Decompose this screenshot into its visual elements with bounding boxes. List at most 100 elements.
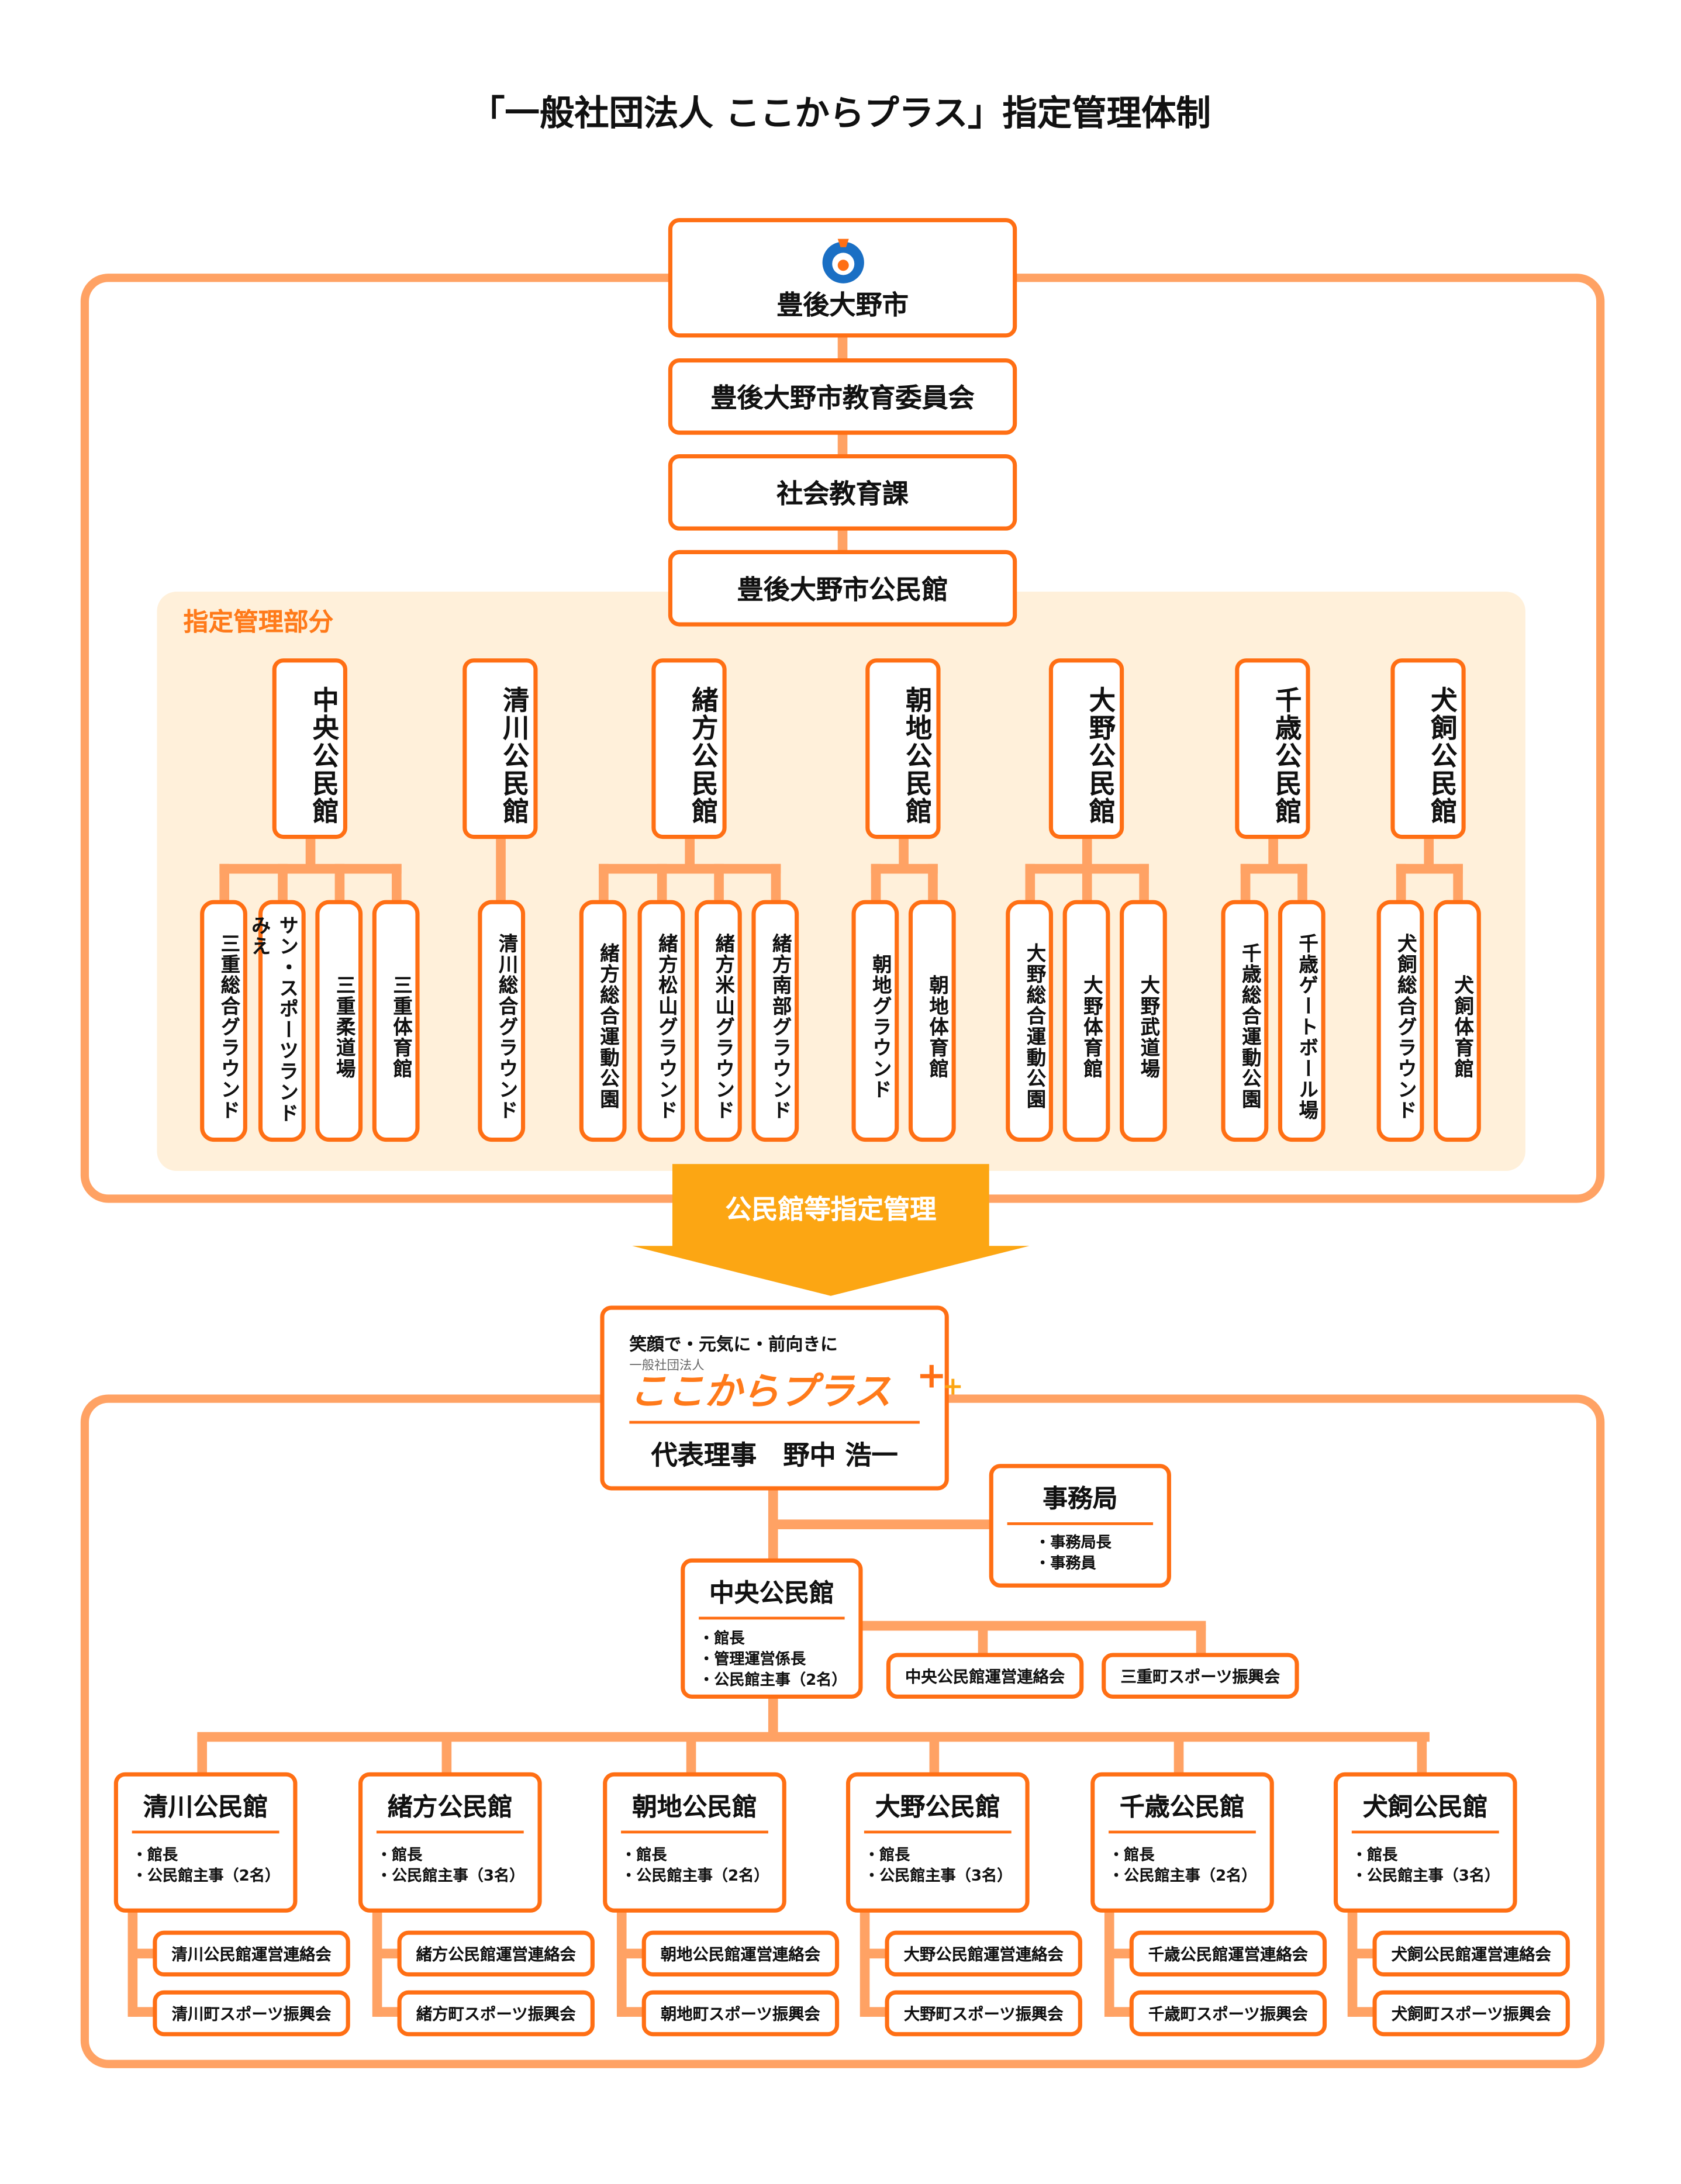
connector xyxy=(1024,863,1034,903)
role: ・公民館主事（3名） xyxy=(376,1867,525,1885)
branch-hall-name: 清川公民館 xyxy=(132,1788,279,1834)
connector xyxy=(929,1736,940,1775)
org-logo: ここからプラス++ xyxy=(629,1357,963,1413)
hall-box: 清川公民館 xyxy=(462,658,538,839)
facility-box: 朝地体育館 xyxy=(908,900,956,1142)
connector xyxy=(772,1519,992,1529)
facility-box: 緒方米山グラウンド xyxy=(695,900,742,1142)
hall-box: 中央公民館 xyxy=(272,658,347,839)
facility-box: 緒方松山グラウンド xyxy=(637,900,685,1142)
connector xyxy=(375,2007,403,2017)
city-community-hall-box: 豊後大野市公民館 xyxy=(668,550,1017,627)
box-label: 三重町スポーツ振興会 xyxy=(1120,1666,1280,1686)
branch-hall-name: 犬飼公民館 xyxy=(1351,1788,1499,1834)
facility-name: 三重柔道場 xyxy=(333,974,356,1079)
connector xyxy=(898,833,908,873)
connector xyxy=(277,863,287,903)
connector xyxy=(1347,1908,1358,2017)
box-label: 千歳公民館運営連絡会 xyxy=(1148,1944,1309,1964)
facility-name: 大野体育館 xyxy=(1081,974,1103,1079)
office-roles: ・事務局長 ・事務員 xyxy=(1007,1525,1153,1574)
connector xyxy=(927,863,937,903)
connector xyxy=(375,1948,403,1959)
role: ・管理運営係長 xyxy=(699,1650,806,1668)
central-hall-name: 中央公民館 xyxy=(699,1574,845,1620)
org-slogan: 笑顔で・元気に・前向きに xyxy=(629,1333,838,1354)
connector xyxy=(1296,863,1307,903)
liaison-council-box: 清川公民館運営連絡会 xyxy=(153,1930,350,1977)
branch-hall-name: 千歳公民館 xyxy=(1109,1788,1256,1834)
connector xyxy=(1350,1948,1378,1959)
facility-name: 緒方南部グラウンド xyxy=(769,932,792,1121)
connector xyxy=(130,2007,158,2017)
role: ・事務局長 xyxy=(1035,1533,1112,1551)
box-label: 犬飼町スポーツ振興会 xyxy=(1391,2003,1551,2023)
sports-association-box: 朝地町スポーツ振興会 xyxy=(641,1990,840,2037)
connector xyxy=(1173,1736,1184,1775)
connector xyxy=(598,863,608,903)
branch-roles: ・館長・公民館主事（2名） xyxy=(621,1833,769,1886)
facility-name: 朝地グラウンド xyxy=(869,953,892,1100)
connector xyxy=(1196,1625,1206,1656)
connector xyxy=(305,833,315,873)
hall-box: 犬飼公民館 xyxy=(1390,658,1466,839)
connector xyxy=(870,863,937,874)
connector xyxy=(770,863,781,903)
connector xyxy=(619,2007,648,2017)
box-label: 社会教育課 xyxy=(776,479,909,510)
kokokara-plus-box: 笑顔で・元気に・前向きに 一般社団法人 ここからプラス++ 代表理事 野中 浩一 xyxy=(600,1305,964,1491)
connector xyxy=(656,863,667,903)
connector xyxy=(197,1736,208,1775)
box-label: 緒方公民館運営連絡会 xyxy=(416,1944,576,1964)
connector xyxy=(616,1908,627,2017)
office-box: 事務局 ・事務局長 ・事務員 xyxy=(989,1464,1171,1588)
facility-box: 犬飼総合グラウンド xyxy=(1376,900,1424,1142)
branch-roles: ・館長・公民館主事（3名） xyxy=(1352,1833,1500,1886)
connector xyxy=(768,1694,778,1739)
connector xyxy=(127,1908,138,2017)
board-of-education-box: 豊後大野市教育委員会 xyxy=(668,358,1017,435)
connector xyxy=(372,1908,382,2017)
hall-name: 朝地公民館 xyxy=(902,686,933,825)
connector xyxy=(1107,1948,1135,1959)
branch-roles: ・館長・公民館主事（2名） xyxy=(1109,1833,1257,1886)
facility-box: 犬飼体育館 xyxy=(1434,900,1481,1142)
liaison-council-box: 千歳公民館運営連絡会 xyxy=(1129,1930,1327,1977)
facility-name: 犬飼総合グラウンド xyxy=(1394,932,1417,1121)
hall-name: 中央公民館 xyxy=(308,686,339,825)
connector xyxy=(391,863,401,903)
social-education-division-box: 社会教育課 xyxy=(668,454,1017,531)
liaison-council-box: 緒方公民館運営連絡会 xyxy=(397,1930,595,1977)
connector xyxy=(713,863,723,903)
hall-name: 千歳公民館 xyxy=(1271,686,1302,825)
role: ・館長 xyxy=(699,1629,745,1647)
role: ・館長 xyxy=(132,1846,178,1864)
hall-name: 緒方公民館 xyxy=(688,686,719,825)
box-label: 朝地公民館運営連絡会 xyxy=(660,1944,821,1964)
facility-box: 緒方総合運動公園 xyxy=(579,900,627,1142)
hall-name: 犬飼公民館 xyxy=(1427,686,1458,825)
sports-association-box: 大野町スポーツ振興会 xyxy=(885,1990,1082,2037)
facility-name: 三重総合グラウンド xyxy=(218,932,241,1121)
box-label: 犬飼公民館運営連絡会 xyxy=(1391,1944,1551,1964)
connector xyxy=(619,1948,648,1959)
connector xyxy=(495,833,505,903)
facility-box: 大野総合運動公園 xyxy=(1006,900,1054,1142)
connector xyxy=(441,1736,452,1775)
facility-box: 三重体育館 xyxy=(372,900,420,1142)
arrow-down-icon xyxy=(632,1164,1030,1296)
connector xyxy=(978,1625,988,1656)
page-title: 「一般社団法人 ここからプラス」指定管理体制 xyxy=(470,93,1211,134)
connector xyxy=(684,833,694,873)
facility-name: 千歳総合運動公園 xyxy=(1239,943,1262,1110)
branch-roles: ・館長・公民館主事（2名） xyxy=(132,1833,280,1886)
office-name: 事務局 xyxy=(1007,1479,1154,1525)
city-emblem-icon xyxy=(821,238,864,283)
branch-roles: ・館長・公民館主事（3名） xyxy=(377,1833,524,1886)
facility-name: 緒方総合運動公園 xyxy=(597,943,620,1110)
sports-association-box: 清川町スポーツ振興会 xyxy=(153,1990,350,2037)
connector xyxy=(1240,863,1307,874)
role: ・館長 xyxy=(864,1846,910,1864)
role: ・公民館主事（3名） xyxy=(864,1867,1013,1885)
